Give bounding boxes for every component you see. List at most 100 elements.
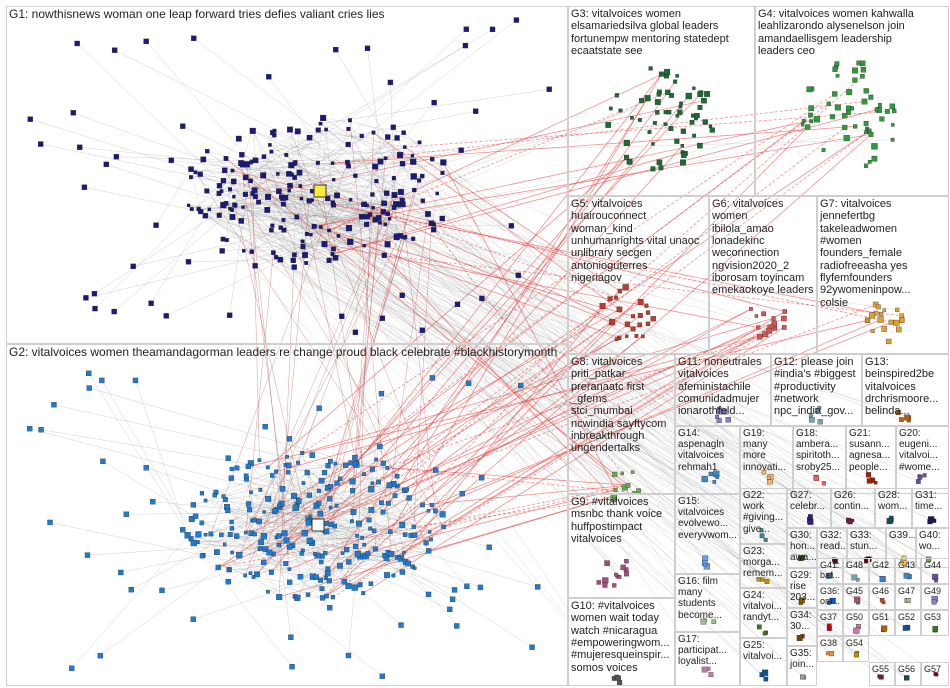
group-box-g41: G41: baf... bbox=[817, 558, 843, 584]
group-label: G5: vitalvoices huairouconnect woman_kin… bbox=[571, 198, 699, 284]
group-box-g9: G9: #vitalvoices msnbc thank voice huffp… bbox=[568, 494, 675, 598]
group-label: G19: many more innovati... bbox=[743, 428, 786, 473]
group-label: G13: beinspired2be vitalvoices drchrismo… bbox=[865, 356, 938, 418]
group-label: G1: nowthisnews woman one leap forward t… bbox=[9, 8, 385, 21]
group-box-g1: G1: nowthisnews woman one leap forward t… bbox=[6, 6, 568, 344]
group-label: G15: vitalvoices evolvewo... everyvwom..… bbox=[678, 496, 737, 541]
group-label: G45 bbox=[846, 586, 863, 596]
group-label: G7: vitalvoices jennefertbg takeleadwome… bbox=[820, 198, 911, 309]
group-box-g11: G11: noneutrales vitalvoices afeministac… bbox=[675, 354, 771, 426]
group-label: G4: vitalvoices women kahwalla leahlizar… bbox=[758, 8, 914, 57]
group-box-g21: G21: susann... agnesa... people... bbox=[846, 426, 896, 494]
group-box-g5: G5: vitalvoices huairouconnect woman_kin… bbox=[568, 196, 709, 354]
group-box-g26: G26: contin... bbox=[831, 488, 875, 528]
group-label: G29: rise 203... bbox=[790, 570, 815, 604]
group-label: G42 bbox=[872, 560, 889, 570]
group-box-g29: G29: rise 203... bbox=[787, 568, 817, 608]
group-box-g28: G28: wom... bbox=[875, 488, 912, 528]
group-label: G30: hon... awa... bbox=[790, 530, 817, 564]
group-box-g18: G18: ambera... spiritoth... sroby25... bbox=[793, 426, 846, 494]
group-label: G28: wom... bbox=[878, 490, 907, 512]
group-label: G27: celebr... bbox=[790, 490, 825, 512]
group-label: G2: vitalvoices women theamandagorman le… bbox=[9, 346, 557, 359]
group-box-g20: G20: eugeni... vitalvoi... #wome... bbox=[896, 426, 949, 494]
group-box-g4: G4: vitalvoices women kahwalla leahlizar… bbox=[755, 6, 949, 196]
group-label: G21: susann... agnesa... people... bbox=[849, 428, 890, 473]
group-box-g17: G17: participat... loyalist... bbox=[675, 632, 740, 686]
group-box-g35: G35: join... bbox=[787, 646, 817, 686]
group-box-g45: G45 bbox=[843, 584, 869, 610]
group-label: G16: film many students become... bbox=[678, 576, 722, 621]
group-box-g53: G53 bbox=[921, 610, 949, 636]
group-box-g22: G22: work #giving... give... bbox=[740, 488, 787, 544]
group-label: G9: #vitalvoices msnbc thank voice huffp… bbox=[571, 496, 662, 545]
group-box-g56: G56 bbox=[895, 662, 921, 686]
group-box-g6: G6: vitalvoices women ibilola_amao lonad… bbox=[709, 196, 817, 354]
group-box-g50: G50 bbox=[843, 610, 869, 636]
group-box-g37: G37 bbox=[817, 610, 843, 636]
group-label: G37 bbox=[820, 612, 837, 622]
group-label: G25: vitalvoi... bbox=[743, 640, 782, 662]
group-label: G48 bbox=[846, 560, 863, 570]
group-label: G57 bbox=[924, 664, 941, 674]
group-label: G12: please join #india's #biggest #prod… bbox=[774, 356, 856, 418]
group-box-g19: G19: many more innovati... bbox=[740, 426, 793, 494]
group-label: G54 bbox=[846, 638, 863, 648]
group-label: G49 bbox=[924, 586, 941, 596]
group-box-g52: G52 bbox=[895, 610, 921, 636]
group-box-g27: G27: celebr... bbox=[787, 488, 831, 528]
group-box-g47: G47 bbox=[895, 584, 921, 610]
group-box-g12: G12: please join #india's #biggest #prod… bbox=[771, 354, 862, 426]
group-box-g3: G3: vitalvoices women elsamariedsilva gl… bbox=[568, 6, 755, 196]
group-box-g16: G16: film many students become... bbox=[675, 574, 740, 632]
group-box-g38: G38 bbox=[817, 636, 843, 662]
group-label: G46 bbox=[872, 586, 889, 596]
group-box-g34: G34: 30... bbox=[787, 608, 817, 646]
group-label: G22: work #giving... give... bbox=[743, 490, 783, 535]
group-box-g30: G30: hon... awa... bbox=[787, 528, 817, 568]
group-label: G52 bbox=[898, 612, 915, 622]
group-box-g54: G54 bbox=[843, 636, 869, 662]
group-label: G38 bbox=[820, 638, 837, 648]
group-box-g46: G46 bbox=[869, 584, 895, 610]
group-label: G10: #vitalvoices women wait today watch… bbox=[571, 600, 669, 674]
group-box-g48: G48 bbox=[843, 558, 869, 584]
group-label: G33: stun... bbox=[850, 530, 877, 552]
group-label: G36: om... bbox=[820, 586, 840, 606]
group-label: G20: eugeni... vitalvoi... #wome... bbox=[899, 428, 940, 473]
group-label: G47 bbox=[898, 586, 915, 596]
group-label: G8: vitalvoices priti_patkar preranaatc … bbox=[571, 356, 666, 455]
group-box-g43: G43 bbox=[895, 558, 921, 584]
group-label: G18: ambera... spiritoth... sroby25... bbox=[796, 428, 840, 473]
group-box-g23: G23: morga... remem... bbox=[740, 544, 787, 588]
group-box-g13: G13: beinspired2be vitalvoices drchrismo… bbox=[862, 354, 949, 426]
group-box-g25: G25: vitalvoi... bbox=[740, 638, 787, 686]
group-box-g49: G49 bbox=[921, 584, 949, 610]
group-box-g57: G57 bbox=[921, 662, 949, 686]
group-label: G55 bbox=[872, 664, 889, 674]
group-box-g42: G42 bbox=[869, 558, 895, 584]
group-label: G35: join... bbox=[790, 648, 814, 670]
group-box-g10: G10: #vitalvoices women wait today watch… bbox=[568, 598, 675, 686]
group-label: G11: noneutrales vitalvoices afeministac… bbox=[678, 356, 762, 418]
group-label: G26: contin... bbox=[834, 490, 869, 512]
group-label: G23: morga... remem... bbox=[743, 546, 782, 580]
group-box-g31: G31: time... bbox=[912, 488, 949, 528]
group-label: G31: time... bbox=[915, 490, 942, 512]
group-box-g55: G55 bbox=[869, 662, 895, 686]
group-box-g15: G15: vitalvoices evolvewo... everyvwom..… bbox=[675, 494, 740, 574]
group-label: G39... bbox=[889, 530, 916, 541]
group-label: G41: baf... bbox=[820, 560, 840, 580]
group-label: G51 bbox=[872, 612, 889, 622]
group-box-g14: G14: aspenagln vitalvoices rehmah1 bbox=[675, 426, 740, 494]
group-label: G56 bbox=[898, 664, 915, 674]
group-box-g7: G7: vitalvoices jennefertbg takeleadwome… bbox=[817, 196, 949, 354]
group-label: G17: participat... loyalist... bbox=[678, 634, 727, 668]
group-box-g36: G36: om... bbox=[817, 584, 843, 610]
group-box-g8: G8: vitalvoices priti_patkar preranaatc … bbox=[568, 354, 675, 494]
group-label: G6: vitalvoices women ibilola_amao lonad… bbox=[712, 198, 816, 297]
group-label: G24: vitalvoi... randyt... bbox=[743, 590, 782, 624]
group-label: G44 bbox=[924, 560, 941, 570]
group-box-g2: G2: vitalvoices women theamandagorman le… bbox=[6, 344, 568, 686]
